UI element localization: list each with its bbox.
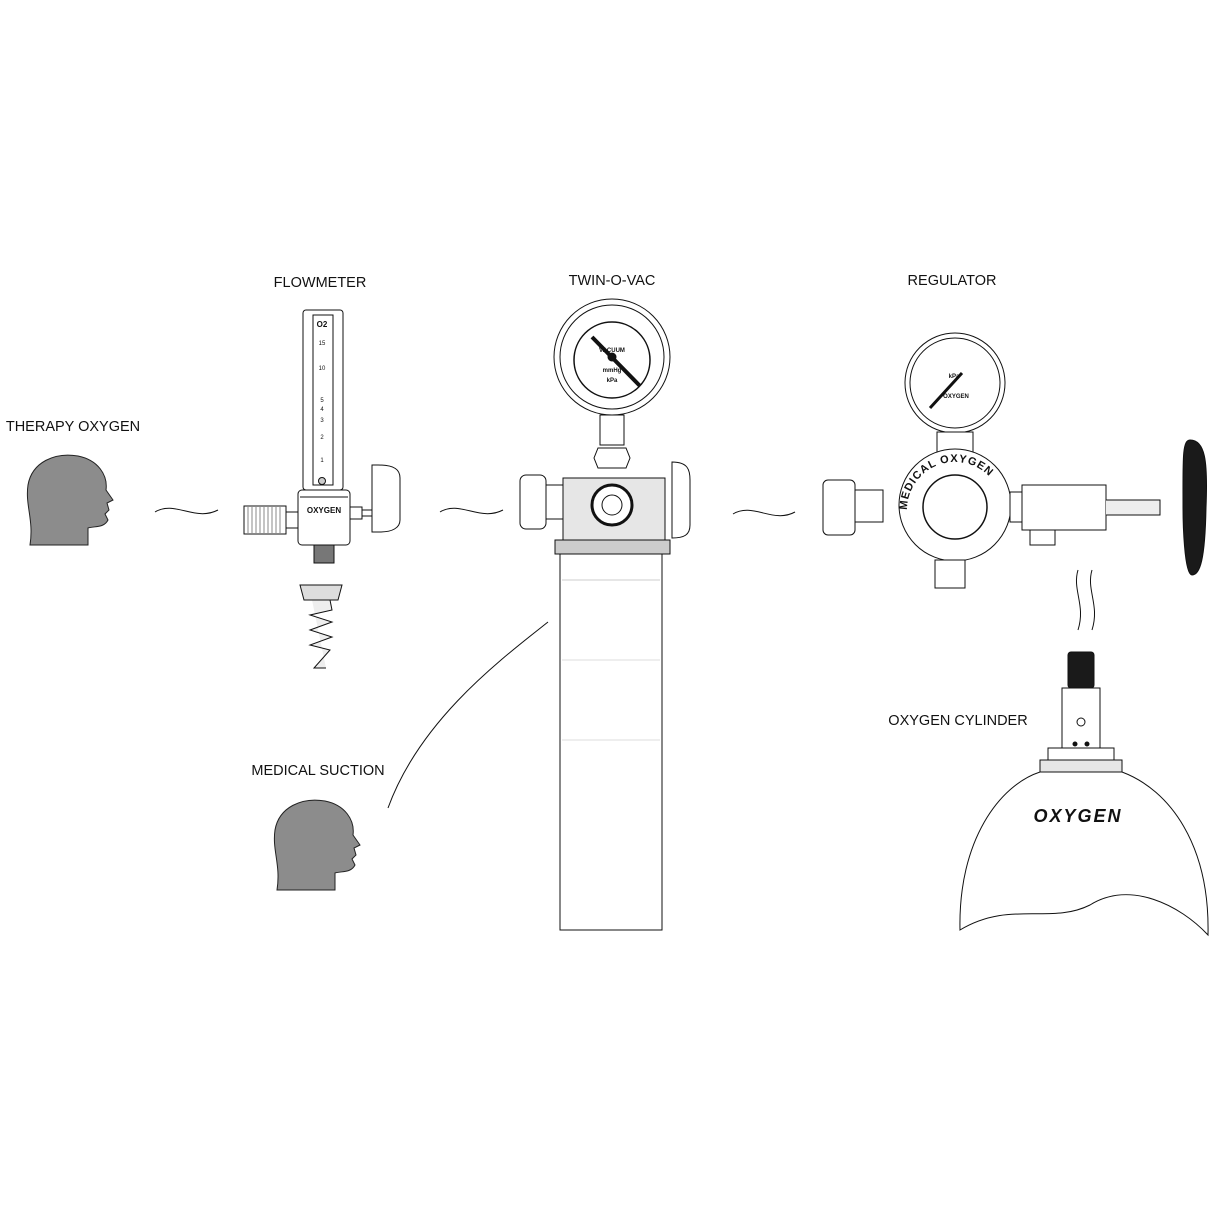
scale-tick: 4	[320, 407, 324, 413]
scale-tick: 1	[320, 458, 324, 464]
flowmeter-gas: O2	[317, 320, 328, 329]
regulator: kPa OXYGEN MEDICAL OXYGEN	[822, 332, 1208, 589]
regulator-gauge-units: kPa	[949, 374, 960, 380]
cylinder-text: OXYGEN	[1033, 806, 1122, 826]
flowmeter-body-text: OXYGEN	[307, 506, 341, 515]
twin-o-vac-label: TWIN-O-VAC	[568, 273, 656, 289]
scale-tick: 2	[320, 435, 324, 441]
head-suction-icon	[273, 799, 361, 891]
oxygen-cylinder-label: OXYGEN CYLINDER	[888, 713, 1028, 729]
scale-tick: 5	[320, 398, 324, 404]
medical-suction-label: MEDICAL SUCTION	[251, 763, 385, 779]
oxygen-cylinder: OXYGEN	[959, 651, 1209, 937]
connector-line	[732, 509, 796, 517]
regulator-gauge-gas: OXYGEN	[943, 394, 969, 400]
suction-tube-line	[387, 621, 549, 809]
vacuum-label: VACUUM	[599, 348, 625, 354]
therapy-oxygen-label: THERAPY OXYGEN	[5, 419, 141, 435]
head-therapy-icon	[26, 454, 114, 546]
scale-tick: 3	[320, 418, 324, 424]
unit-mmhg: mmHg	[603, 368, 622, 374]
scale-tick: 15	[319, 341, 326, 347]
flowmeter: O2 15 10 5 4 3 2 1 OXYGEN	[243, 309, 401, 669]
scale-tick: 10	[319, 366, 326, 372]
connector-line	[1076, 569, 1096, 631]
regulator-label: REGULATOR	[907, 273, 997, 289]
connector-line	[154, 507, 219, 515]
unit-kpa: kPa	[607, 378, 618, 384]
flowmeter-label: FLOWMETER	[273, 275, 367, 291]
twin-o-vac: VACUUM mmHg kPa	[519, 298, 691, 931]
connector-line	[439, 507, 504, 515]
